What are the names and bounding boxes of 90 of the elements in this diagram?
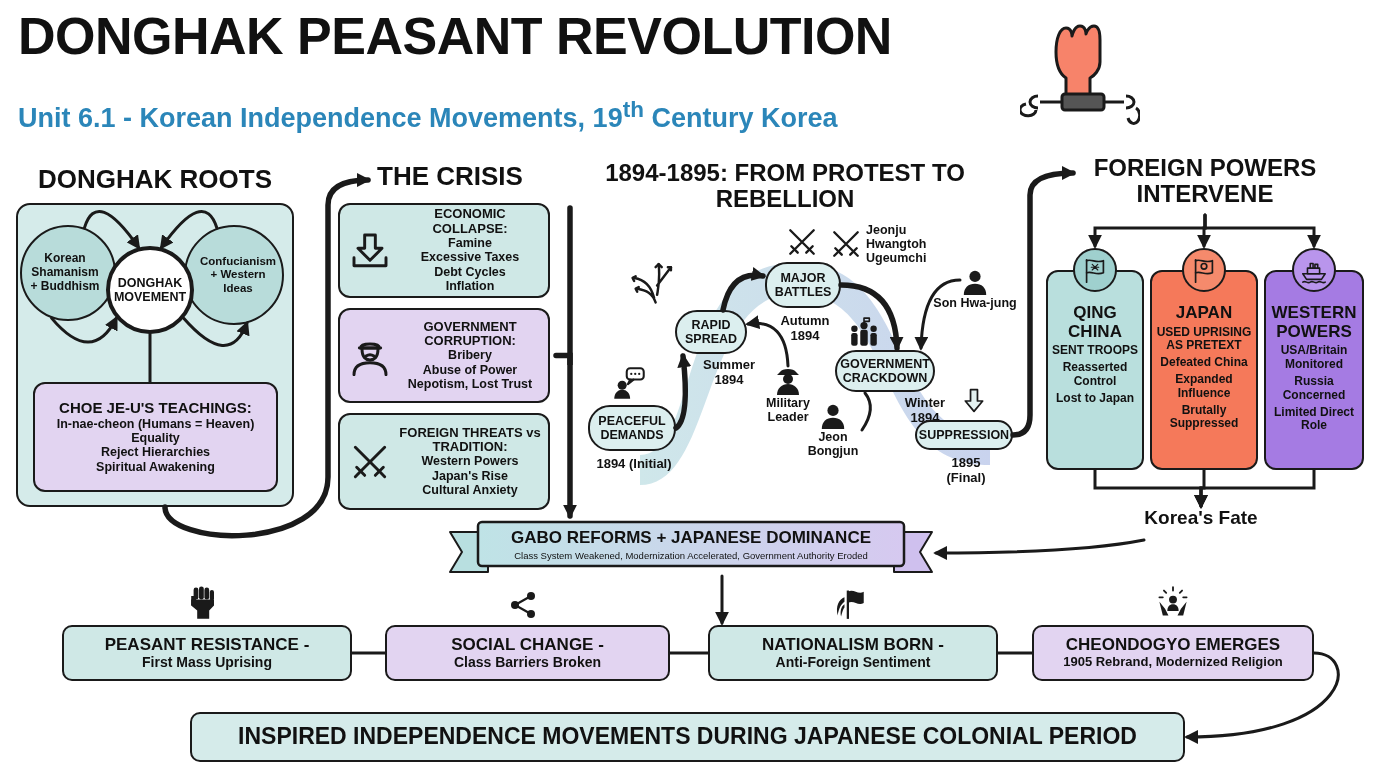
list-item: Inflation xyxy=(445,279,495,294)
list-item: Excessive Taxes xyxy=(420,250,520,265)
power-action: SENT TROOPS xyxy=(1052,344,1138,359)
section-heading: 1894-1895: FROM PROTEST TO REBELLION xyxy=(604,160,966,213)
box-heading: PEASANT RESISTANCE - xyxy=(104,635,310,655)
circle-label: DONGHAK MOVEMENT xyxy=(112,275,188,305)
list-item: Lost to Japan xyxy=(1056,391,1134,406)
power-action: USED UPRISING AS PRETEXT xyxy=(1156,325,1252,354)
box-heading: CHOE JE-U'S TEACHINGS: xyxy=(59,400,252,417)
subtitle: Unit 6.1 - Korean Independence Movements, 19$^{th}$ Century Korea xyxy=(18,98,838,134)
list-item: Cultural Anxiety xyxy=(422,483,518,498)
stage-label: SUPPRESSION xyxy=(918,427,1010,443)
connector-arrow xyxy=(162,173,371,539)
date-label: Summer 1894 xyxy=(702,358,756,388)
connector-arrow xyxy=(1184,651,1340,744)
connector-arrow xyxy=(745,315,790,368)
connector-arrow xyxy=(182,316,249,347)
info-box xyxy=(1032,625,1314,681)
box-heading: NATIONALISM BORN - xyxy=(762,635,944,655)
connector-arrow xyxy=(1194,468,1316,509)
connector-arrow xyxy=(914,278,962,351)
connector-arrow xyxy=(933,538,1146,560)
stage-label: RAPID SPREAD xyxy=(683,317,739,347)
banner-subtitle: Class System Weakened, Modernization Accelerated, Government Authority Eroded xyxy=(513,550,869,561)
list-item: Reasserted Control xyxy=(1061,361,1129,389)
info-box xyxy=(62,625,352,681)
power-heading: JAPAN xyxy=(1175,304,1233,323)
date-label: 1895 (Final) xyxy=(945,456,987,486)
section-heading: Korea's Fate xyxy=(1143,508,1259,529)
list-item: Brutally Suppressed xyxy=(1168,403,1240,432)
box-heading: FOREIGN THREATS vs TRADITION: xyxy=(398,425,542,455)
info-box xyxy=(708,625,998,681)
list-item: Debt Cycles xyxy=(434,264,506,280)
power-heading: QING CHINA xyxy=(1067,304,1123,342)
box-subtitle: First Mass Uprising xyxy=(142,654,272,671)
circle-label: Korean Shamanism + Buddhism xyxy=(29,252,101,294)
list-item: Western Powers xyxy=(421,454,519,469)
box-heading: SOCIAL CHANGE - xyxy=(451,635,604,655)
connector-arrow xyxy=(720,267,766,313)
box-heading: GOVERNMENT CORRUPTION: xyxy=(422,319,518,349)
connector-arrow xyxy=(553,352,577,519)
date-label: 1894 (Initial) xyxy=(595,457,673,472)
connector-arrow xyxy=(673,353,692,431)
list-item: Reject Hierarchies xyxy=(100,445,211,460)
list-item: Equality xyxy=(131,430,180,446)
stage-label: PEACEFUL DEMANDS xyxy=(597,413,667,443)
main-title: DONGHAK PEASANT REVOLUTION xyxy=(18,10,892,62)
banner-heading: GABO REFORMS + JAPANESE DOMINANCE xyxy=(510,528,872,548)
connector-arrow xyxy=(159,209,219,250)
person-name: Military Leader xyxy=(765,396,811,425)
list-item: Bribery xyxy=(448,348,492,363)
box-subtitle: Anti-Foreign Sentiment xyxy=(775,654,931,671)
connector-arrow xyxy=(1203,213,1321,249)
box-subtitle: 1905 Rebrand, Modernized Religion xyxy=(1063,654,1283,670)
circle-label: Confucianism + Western Ideas xyxy=(200,255,277,295)
battle-list: Jeonju Hwangtoh Ugeumchi xyxy=(866,224,966,266)
list-item: Abuse of Power xyxy=(422,362,518,377)
date-label: Autumn 1894 xyxy=(779,314,831,344)
info-box xyxy=(33,382,278,492)
info-box xyxy=(338,413,550,510)
list-item: Spiritual Awakening xyxy=(96,459,215,474)
box-heading: ECONOMIC COLLAPSE: xyxy=(431,207,509,237)
stage-label: MAJOR BATTLES xyxy=(773,270,833,300)
info-box xyxy=(338,308,550,403)
info-box xyxy=(385,625,670,681)
list-item: USA/Britain Monitored xyxy=(1279,344,1349,372)
section-heading: DONGHAK ROOTS xyxy=(37,165,273,194)
power-heading: WESTERN POWERS xyxy=(1270,304,1358,342)
list-item: Limited Direct Role xyxy=(1273,405,1355,434)
connector-arrow xyxy=(715,574,729,626)
list-item: In-nae-cheon (Humans = Heaven) xyxy=(56,416,255,431)
connector-arrow xyxy=(838,282,904,351)
list-item: Russia Concerned xyxy=(1281,374,1347,403)
list-item: Nepotism, Lost Trust xyxy=(407,377,533,392)
list-item: Expanded Influence xyxy=(1174,373,1234,401)
section-heading: FOREIGN POWERS INTERVENE xyxy=(1092,155,1318,208)
stage-label: GOVERNMENT CRACKDOWN xyxy=(839,356,931,386)
connector-arrow xyxy=(82,209,141,250)
connector-arrow xyxy=(50,315,118,344)
section-heading: THE CRISIS xyxy=(376,162,524,191)
info-box xyxy=(338,203,550,298)
person-name: Son Hwa-jung xyxy=(933,296,1017,311)
list-item: Japan's Rise xyxy=(432,468,508,483)
box-heading: CHEONDOGYO EMERGES xyxy=(1065,636,1281,655)
list-item: Defeated China xyxy=(1160,356,1248,371)
box-subtitle: Class Barriers Broken xyxy=(453,654,602,671)
person-name: Jeon Bongjun xyxy=(806,430,860,459)
info-box xyxy=(190,712,1185,762)
box-heading: INSPIRED INDEPENDENCE MOVEMENTS DURING JAPANESE COLONIAL PERIOD xyxy=(238,724,1137,750)
list-item: Famine xyxy=(448,236,492,251)
